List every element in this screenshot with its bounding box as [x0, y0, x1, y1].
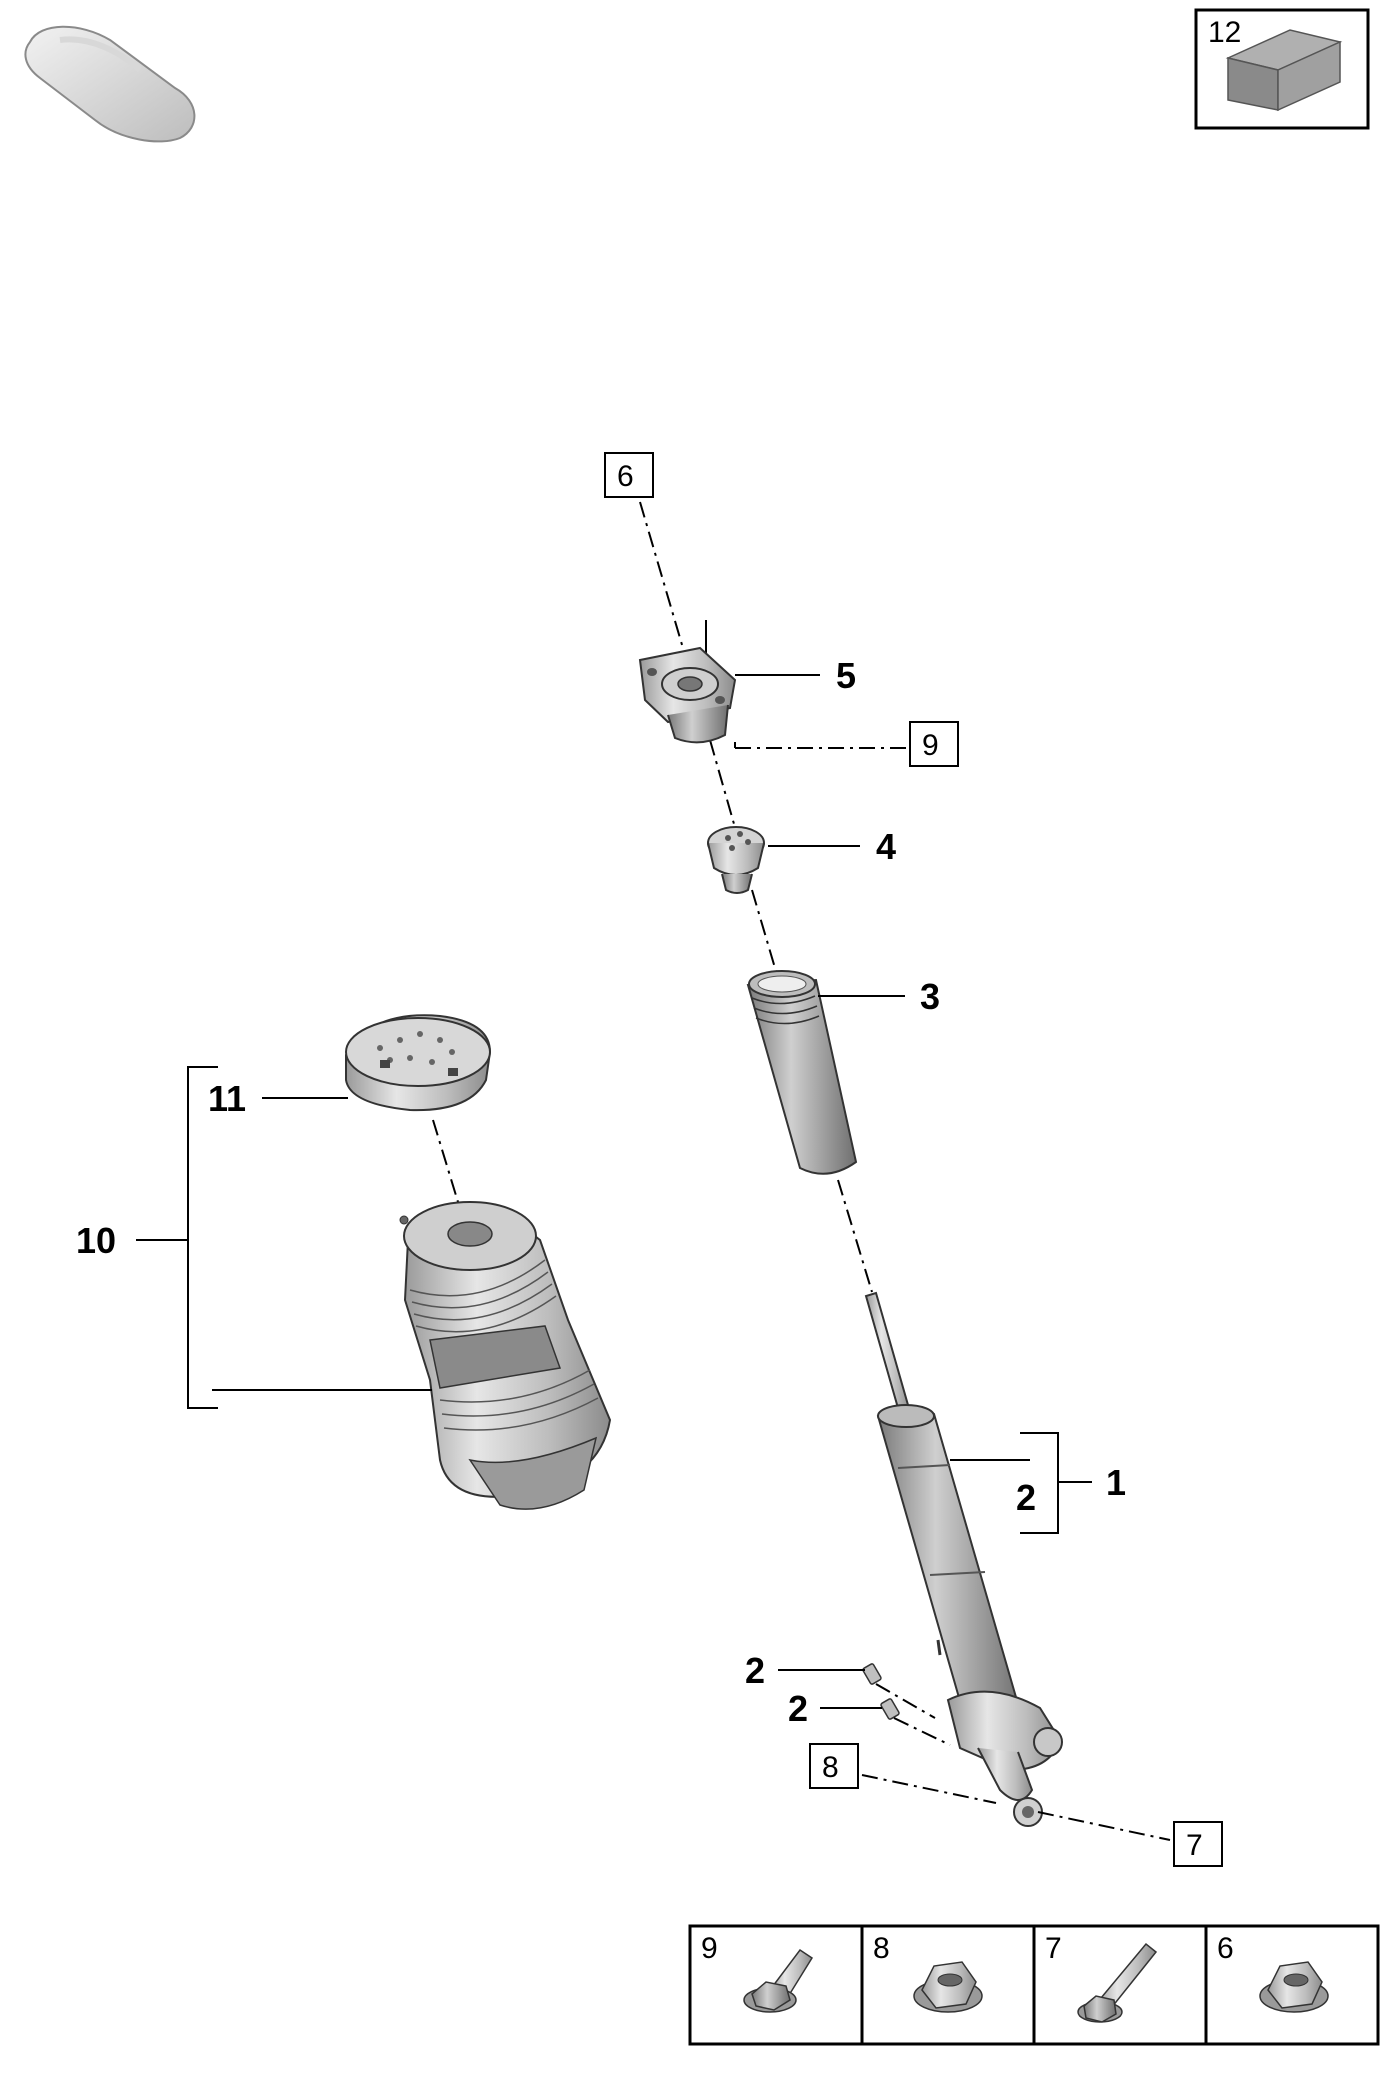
air-spring: [399, 1201, 612, 1510]
legend-cell-8[interactable]: 8: [873, 1932, 983, 2013]
callout-11: 11: [208, 1078, 246, 1119]
flange-bolt-icon: [743, 1948, 814, 2013]
link-2-lower: [893, 1717, 951, 1746]
protective-tube: [746, 970, 858, 1175]
legend-number: 9: [701, 1932, 718, 1965]
callout-2-lower: 2: [788, 1688, 808, 1729]
legend-cell-6[interactable]: 6: [1217, 1932, 1329, 2013]
valve-pin-upper: [862, 1663, 882, 1685]
air-spring-cover: [345, 1014, 492, 1112]
link-7: [1037, 1811, 1171, 1841]
ref-box-9-mount[interactable]: 9: [909, 721, 959, 767]
kit-block-icon: [1225, 29, 1343, 112]
legend-cell-9[interactable]: 9: [701, 1932, 814, 2013]
ref-box-7-bottom[interactable]: 7: [1173, 1821, 1223, 1867]
ref-box-label: 7: [1186, 1829, 1203, 1862]
flange-nut-icon: [913, 1961, 983, 2013]
callout-bracket-1: [950, 1432, 1092, 1534]
ref-box-label: 8: [822, 1751, 839, 1784]
accessory-box-12[interactable]: 12: [1194, 8, 1370, 130]
link-2-upper: [875, 1683, 936, 1719]
bump-stop: [707, 826, 765, 894]
callout-10: 10: [76, 1220, 116, 1261]
flange-nut-icon: [1259, 1961, 1329, 2013]
strut-top-mount: [638, 646, 737, 744]
callout-3: 3: [920, 976, 940, 1017]
valve-pin-lower: [880, 1698, 900, 1720]
callout-bracket-10: [136, 1066, 432, 1409]
hardware-legend: 9 8 7 6: [688, 1924, 1380, 2046]
callout-1: 1: [1106, 1462, 1126, 1503]
accessory-box-number: 12: [1208, 16, 1241, 49]
vehicle-silhouette-icon: [24, 25, 196, 143]
assembly-centerline: [432, 501, 873, 1293]
callout-5: 5: [836, 655, 856, 696]
link-8: [861, 1774, 997, 1804]
ref-box-6-top[interactable]: 6: [604, 452, 654, 498]
callout-2-bracket: 2: [1016, 1477, 1036, 1518]
ref-box-label: 6: [617, 460, 634, 493]
long-bolt-icon: [1077, 1942, 1158, 2023]
legend-number: 6: [1217, 1932, 1234, 1965]
callout-4: 4: [876, 826, 896, 867]
ref-box-8-bottom[interactable]: 8: [809, 1743, 859, 1789]
ref-box-label: 9: [922, 729, 939, 762]
legend-number: 7: [1045, 1932, 1062, 1965]
callout-2-upper: 2: [745, 1650, 765, 1691]
legend-number: 8: [873, 1932, 890, 1965]
shock-absorber: [864, 1291, 1063, 1827]
legend-cell-7[interactable]: 7: [1045, 1932, 1158, 2023]
